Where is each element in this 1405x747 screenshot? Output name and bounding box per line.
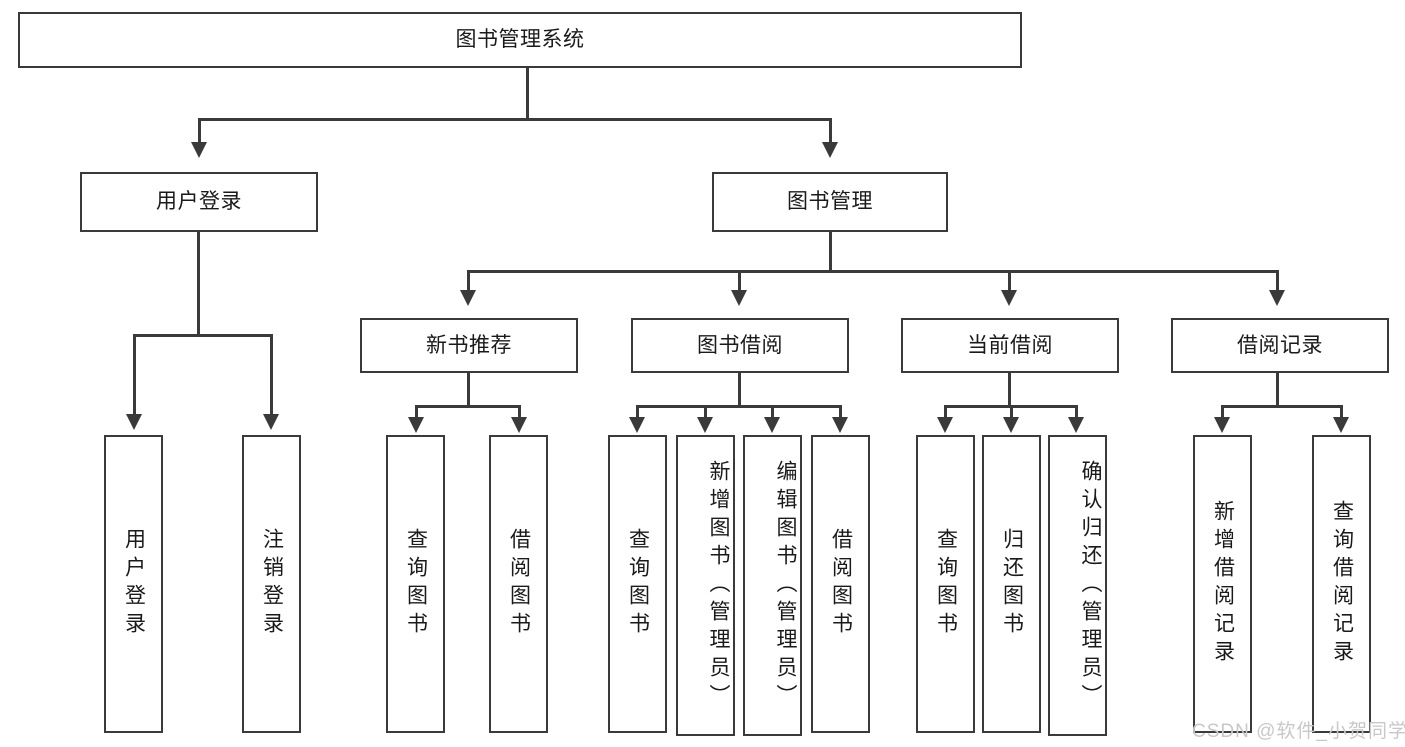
connector-root-to-book-manage [829,118,832,144]
connector-book-manage-to-current-borrow [1008,270,1011,292]
connector-root-to-user-login [198,118,201,144]
leaf-query-book-borrowing[interactable]: 查询图书 [608,435,667,733]
leaf-query-book-new-rec[interactable]: 查询图书 [386,435,445,733]
node-label: 查询图书 [404,528,428,640]
connector-book-borrow-to-edit [771,405,774,419]
node-label: 查询借阅记录 [1330,500,1354,668]
arrow-to-leaf-user-login [126,414,142,430]
arrow-to-leaf-query-book-1 [408,417,424,433]
connector-book-borrow-bar [636,405,842,408]
connector-current-borrow-to-return [1010,405,1013,419]
node-label: 新增借阅记录 [1211,500,1235,668]
leaf-edit-book-admin[interactable]: 编辑图书（管理员） [743,435,802,736]
leaf-query-borrow-record[interactable]: 查询借阅记录 [1312,435,1371,733]
node-label: 归还图书 [1000,528,1024,640]
connector-book-borrow-drop [738,373,741,407]
leaf-logout[interactable]: 注销登录 [242,435,301,733]
arrow-to-user-login [191,142,207,158]
connector-book-manage-drop [829,232,832,270]
connector-user-login-drop [197,232,200,334]
arrow-to-leaf-query-record [1333,417,1349,433]
arrow-to-current-borrow [1001,290,1017,306]
connector-new-book-rec-drop [467,373,470,407]
arrow-to-leaf-query-book-2 [629,417,645,433]
connector-book-borrow-to-borrow [839,405,842,419]
arrow-to-book-manage [822,142,838,158]
node-user-login[interactable]: 用户登录 [80,172,318,232]
leaf-borrow-book-borrowing[interactable]: 借阅图书 [811,435,870,733]
connector-new-book-rec-to-query [415,405,418,419]
connector-root-bar [198,118,832,121]
node-label: 借阅图书 [507,528,531,640]
connector-book-manage-to-borrow-record [1276,270,1279,292]
connector-book-borrow-to-add [704,405,707,419]
node-label: 确认归还（管理员） [1079,459,1102,712]
node-label: 注销登录 [260,528,284,640]
node-current-borrowing[interactable]: 当前借阅 [901,318,1119,373]
node-label: 图书管理 [787,190,873,214]
leaf-query-book-current[interactable]: 查询图书 [916,435,975,733]
leaf-confirm-return-admin[interactable]: 确认归还（管理员） [1048,435,1107,736]
leaf-add-book-admin[interactable]: 新增图书（管理员） [676,435,735,736]
connector-book-manage-to-book-borrow [738,270,741,292]
node-label: 编辑图书（管理员） [774,459,797,712]
connector-user-login-bar [133,334,273,337]
arrow-to-leaf-return-book [1003,417,1019,433]
connector-book-borrow-to-query [636,405,639,419]
connector-root-drop [526,68,529,118]
leaf-user-login[interactable]: 用户登录 [104,435,163,733]
arrow-to-leaf-query-book-3 [937,417,953,433]
connector-current-borrow-drop [1008,373,1011,407]
node-label: 查询图书 [934,528,958,640]
connector-current-borrow-to-confirm [1075,405,1078,419]
arrow-to-new-book-rec [460,290,476,306]
node-label: 用户登录 [122,528,146,640]
connector-borrow-record-bar [1221,405,1343,408]
node-label: 用户登录 [156,190,242,214]
leaf-add-borrow-record[interactable]: 新增借阅记录 [1193,435,1252,733]
node-label: 查询图书 [626,528,650,640]
arrow-to-leaf-logout [263,414,279,430]
node-borrowing-record[interactable]: 借阅记录 [1171,318,1389,373]
connector-new-book-rec-bar [415,405,521,408]
arrow-to-leaf-edit-book [764,417,780,433]
connector-new-book-rec-to-borrow [518,405,521,419]
node-label: 借阅图书 [829,528,853,640]
leaf-borrow-book-new-rec[interactable]: 借阅图书 [489,435,548,733]
node-book-management[interactable]: 图书管理 [712,172,948,232]
arrow-to-leaf-borrow-book-1 [511,417,527,433]
node-label: 新增图书（管理员） [707,459,730,712]
connector-borrow-record-to-add [1221,405,1224,419]
arrow-to-leaf-add-book [697,417,713,433]
node-label: 当前借阅 [967,333,1053,357]
connector-user-login-to-leaf-logout [270,334,273,416]
leaf-return-book[interactable]: 归还图书 [982,435,1041,733]
arrow-to-book-borrow [731,290,747,306]
node-book-borrowing[interactable]: 图书借阅 [631,318,849,373]
connector-book-manage-to-new-book-rec [467,270,470,292]
arrow-to-leaf-confirm-return [1068,417,1084,433]
node-label: 借阅记录 [1237,333,1323,357]
node-root-library-management-system[interactable]: 图书管理系统 [18,12,1022,68]
node-new-book-recommendation[interactable]: 新书推荐 [360,318,578,373]
node-label: 图书借阅 [697,333,783,357]
connector-user-login-to-leaf-login [133,334,136,416]
connector-borrow-record-to-query [1340,405,1343,419]
node-label: 新书推荐 [426,333,512,357]
arrow-to-leaf-add-record [1214,417,1230,433]
connector-borrow-record-drop [1276,373,1279,407]
connector-current-borrow-to-query [944,405,947,419]
connector-book-manage-bar [467,270,1278,273]
arrow-to-leaf-borrow-book-2 [832,417,848,433]
arrow-to-borrow-record [1269,290,1285,306]
node-label: 图书管理系统 [455,28,585,52]
